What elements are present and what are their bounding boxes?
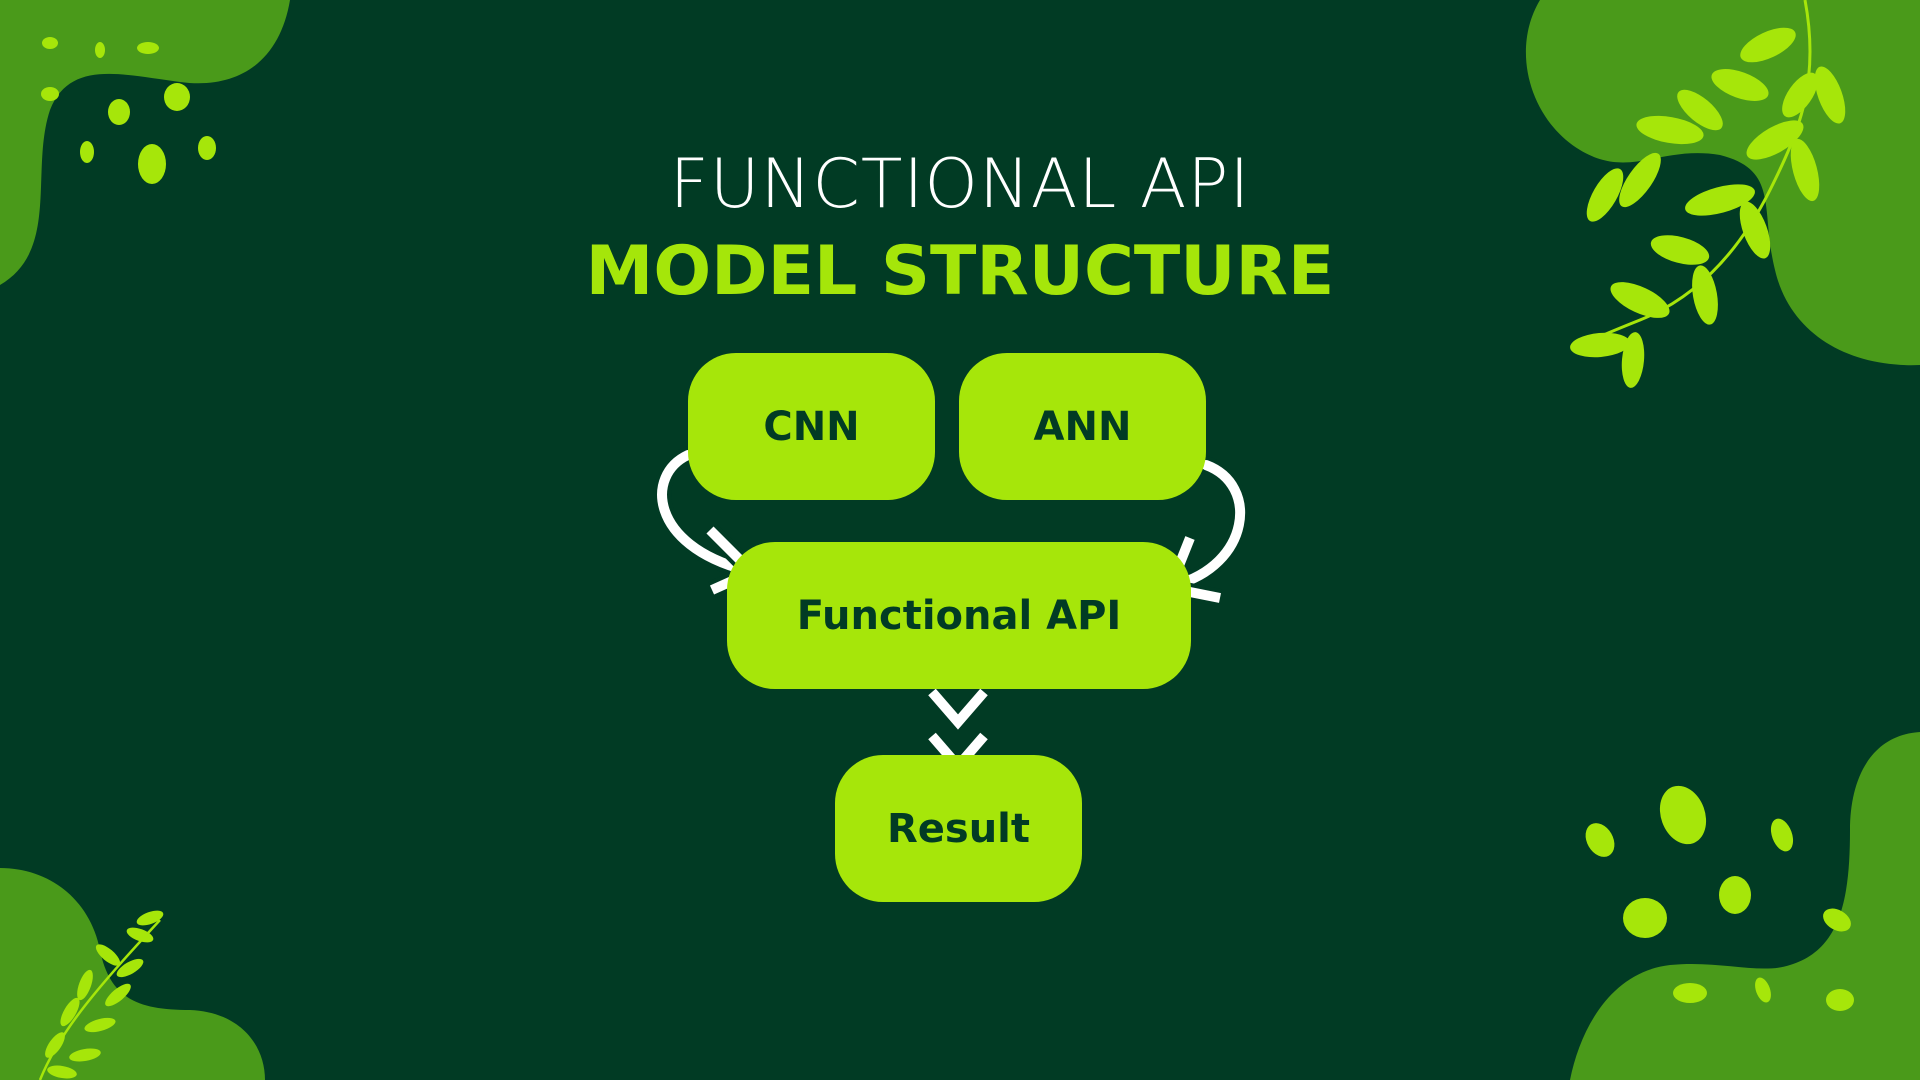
leaf-branch-bottom-left: [38, 910, 164, 1080]
node-result-label: Result: [886, 805, 1031, 852]
leaf-dots-top-left: [41, 37, 216, 184]
node-functional-api-label: Functional API: [796, 592, 1122, 639]
node-cnn: CNN: [688, 353, 935, 500]
node-result: Result: [835, 755, 1082, 902]
node-cnn-label: CNN: [763, 403, 860, 450]
leaf-dots-bottom-right: [1585, 785, 1854, 1011]
green-blob-bottom-left: [0, 868, 265, 1080]
title-line-2: MODEL STRUCTURE: [585, 232, 1335, 311]
green-blob-top-left: [0, 0, 290, 285]
node-functional-api: Functional API: [727, 542, 1191, 689]
node-ann-label: ANN: [1033, 403, 1132, 450]
title-line-1: FUNCTIONAL API: [669, 145, 1251, 224]
leaf-branch-top-right: [1570, 0, 1846, 388]
node-ann: ANN: [959, 353, 1206, 500]
